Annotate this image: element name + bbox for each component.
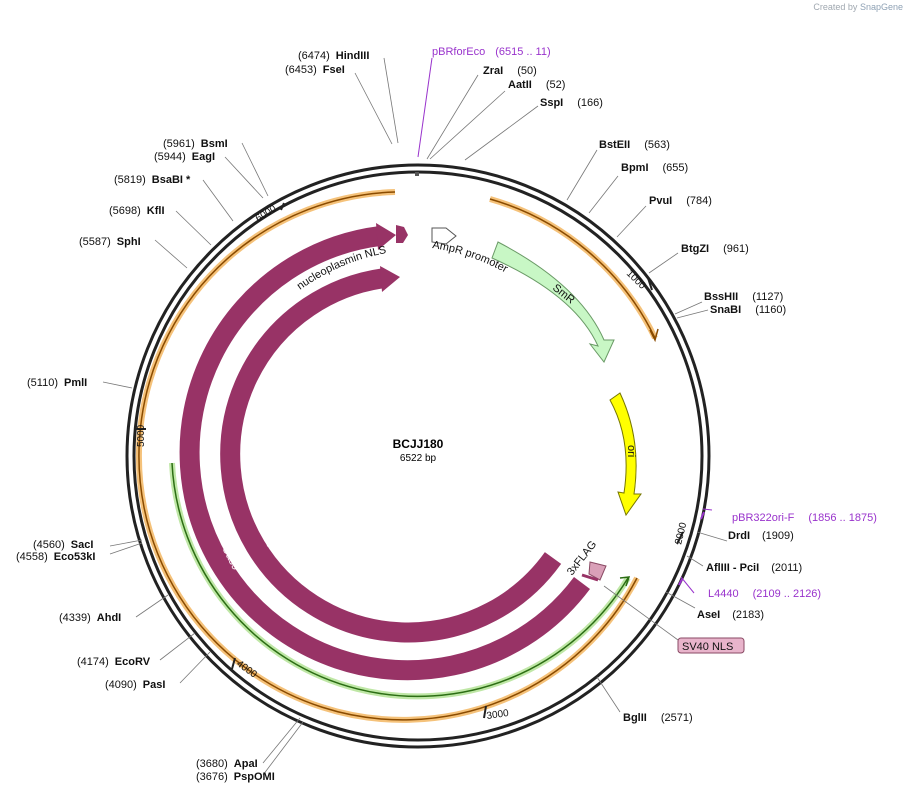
site-pspomi: (3676)PspOMI xyxy=(196,771,275,783)
site-saci: (4560)SacI xyxy=(33,539,93,551)
site-pmli: (5110)PmlI xyxy=(27,377,87,389)
credit-prefix: Created by xyxy=(813,2,858,12)
ticks xyxy=(135,202,684,719)
site-ecorv: (4174)EcoRV xyxy=(77,656,151,668)
ori-label: ori xyxy=(625,445,637,457)
site-btgzi: BtgZI(961) xyxy=(681,243,749,255)
site-bglii: BglII(2571) xyxy=(623,712,693,724)
nls-arrow xyxy=(396,225,408,243)
site-bpmi: BpmI(655) xyxy=(621,162,688,174)
site-eco53ki: (4558)Eco53kI xyxy=(16,551,95,563)
tick-6000: 6000 xyxy=(254,203,279,224)
site-apai: (3680)ApaI xyxy=(196,758,258,770)
flag-arrow xyxy=(588,561,607,581)
site-drdi: DrdI(1909) xyxy=(728,530,794,542)
orange-track-group xyxy=(135,189,659,723)
site-bsabi: (5819)BsaBI * xyxy=(114,174,191,186)
cas9-features xyxy=(179,223,590,681)
sv40-nls-box: SV40 NLS xyxy=(677,637,745,654)
cas9-outer-arrowhead xyxy=(376,223,396,250)
site-kfli: (5698)KflI xyxy=(109,205,165,217)
site-asei: AseI(2183) xyxy=(697,609,764,621)
ori-feature xyxy=(609,392,642,517)
leader-lines xyxy=(102,57,728,776)
site-aatii: AatII(52) xyxy=(508,79,565,91)
l4440-marker xyxy=(678,578,683,586)
pbrforeco-leader xyxy=(417,57,433,158)
tick-2000: 2000 xyxy=(673,521,689,546)
site-hindiii: (6474)HindIII xyxy=(298,50,369,62)
site-ahdi: (4339)AhdI xyxy=(59,612,121,624)
site-snabi: SnaBI(1160) xyxy=(710,304,786,316)
site-pvui: PvuI(784) xyxy=(649,195,712,207)
plasmid-length: 6522 bp xyxy=(400,453,437,464)
green-track-arrowhead xyxy=(619,576,631,587)
tick-5000: 5000 xyxy=(136,424,147,447)
site-zrai: ZraI(50) xyxy=(483,65,537,77)
site-eagi: (5944)EagI xyxy=(154,151,215,163)
site-afliii-pcii: AflIII - PciI(2011) xyxy=(706,562,802,574)
site-fsei: (6453)FseI xyxy=(285,64,345,76)
plasmid-name: BCJJ180 xyxy=(393,437,444,451)
site-sphi: (5587)SphI xyxy=(79,236,141,248)
site-bsteii: BstEII(563) xyxy=(599,139,670,151)
primer-pbrforeco: pBRforEco(6515 .. 11) xyxy=(432,46,551,58)
snapgene-credit: Created by SnapGene xyxy=(813,2,903,12)
orange-track-arrowhead xyxy=(649,328,659,343)
site-bsshii: BssHII(1127) xyxy=(704,291,783,303)
cas9-inner-arrowhead xyxy=(380,266,400,292)
green-track-group xyxy=(169,462,631,700)
primer-pbr322ori-f: pBR322ori-F(1856 .. 1875) xyxy=(732,512,877,524)
site-bsmi: (5961)BsmI xyxy=(163,138,228,150)
ampr-promoter-arrow xyxy=(431,227,457,245)
pbr322ori-marker xyxy=(700,511,705,520)
primer-l4440: L4440(2109 .. 2126) xyxy=(708,588,821,600)
snapgene-logo-text: SnapGene xyxy=(859,2,903,12)
site-pasi: (4090)PasI xyxy=(105,679,165,691)
tick-3000: 3000 xyxy=(486,708,510,722)
cas9-outer-arc xyxy=(179,226,590,681)
smr-feature xyxy=(491,241,615,363)
site-sspi: SspI(166) xyxy=(540,97,603,109)
sv40-nls-label: SV40 NLS xyxy=(682,641,733,653)
pbrforeco-marker xyxy=(415,172,419,176)
cas9-inner-arc xyxy=(220,268,562,643)
